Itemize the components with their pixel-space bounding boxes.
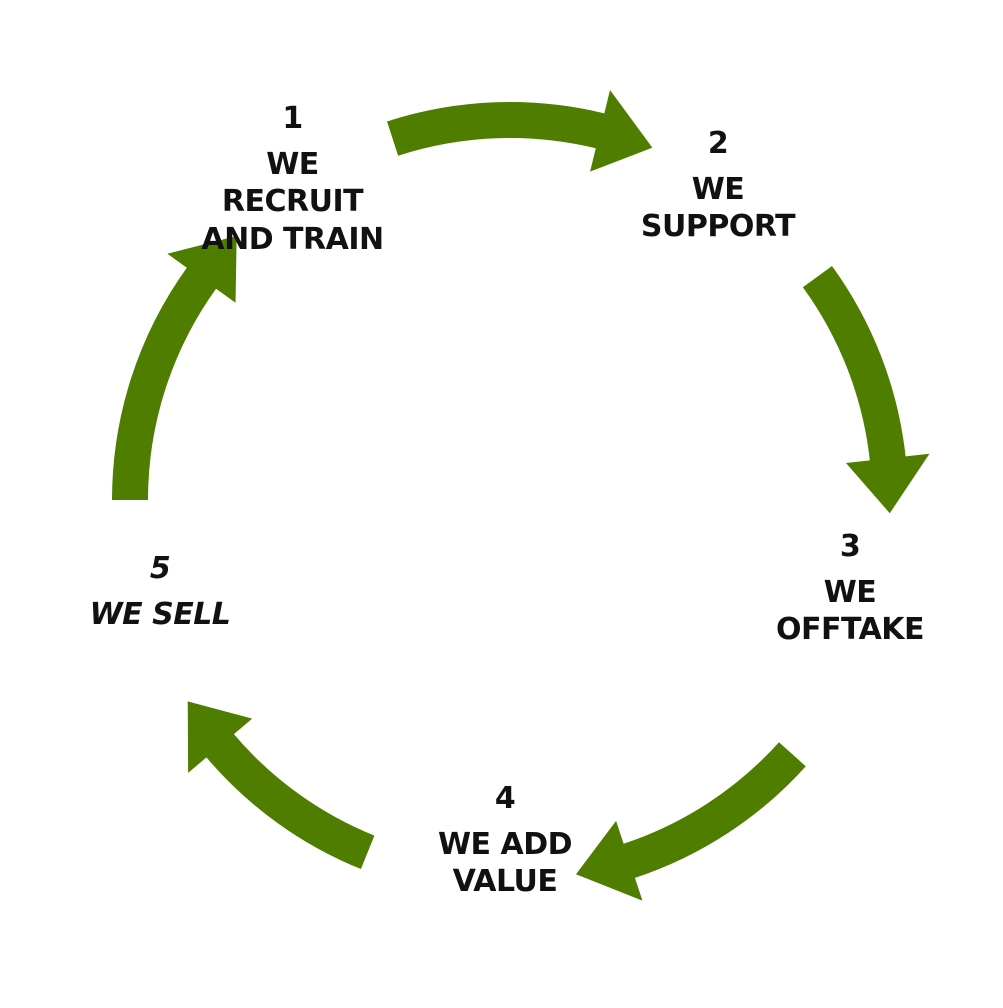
step-4-number: 4 <box>494 781 516 816</box>
step-1-text: WE RECRUIT AND TRAIN <box>201 146 384 257</box>
step-3-number: 3 <box>839 529 861 564</box>
step-3-text: WE OFFTAKE <box>775 574 925 648</box>
step-2: 2 WE SUPPORT <box>618 125 818 246</box>
step-5-text: WE SELL <box>89 596 231 632</box>
arrow-1-to-2-icon <box>387 90 653 172</box>
step-2-number: 2 <box>707 126 729 161</box>
step-5: 5 WE SELL <box>70 550 250 633</box>
step-1: 1 WE RECRUIT AND TRAIN <box>185 100 400 258</box>
arrow-3-to-4-icon <box>575 742 806 901</box>
step-3: 3 WE OFFTAKE <box>760 528 940 649</box>
arrow-4-to-5-icon <box>187 701 375 870</box>
step-5-number: 5 <box>149 551 171 586</box>
step-2-text: WE SUPPORT <box>640 171 796 245</box>
step-4-text: WE ADD VALUE <box>437 826 573 900</box>
arrow-5-to-1-icon <box>112 236 237 500</box>
arrow-2-to-3-icon <box>802 266 930 514</box>
step-4: 4 WE ADD VALUE <box>410 780 600 901</box>
step-1-number: 1 <box>282 101 303 136</box>
